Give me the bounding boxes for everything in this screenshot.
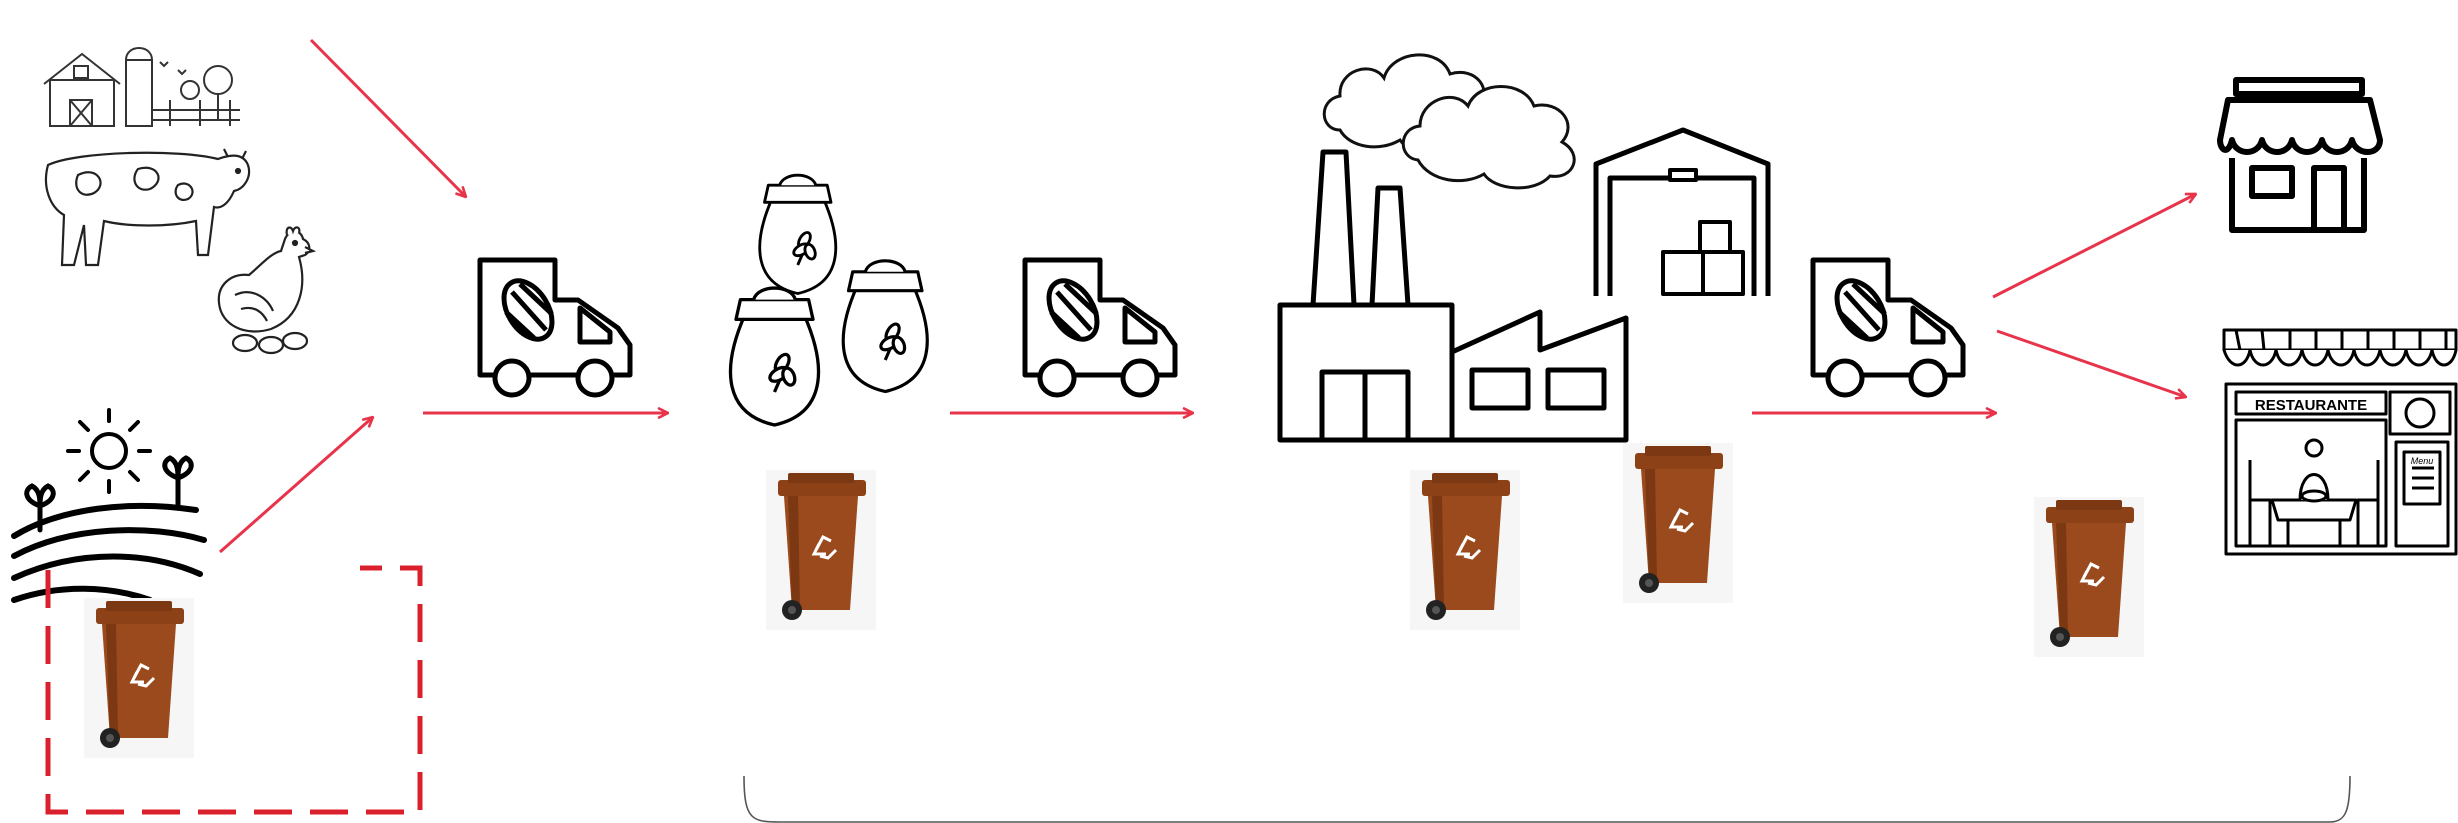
waste-bin-icon xyxy=(84,598,194,758)
smoke-clouds-icon xyxy=(1324,55,1574,188)
grain-sacks-icon xyxy=(731,175,928,425)
factory-icon xyxy=(1280,152,1626,440)
waste-bin-icon xyxy=(2034,497,2144,657)
waste-bin-icon xyxy=(766,470,876,630)
restaurant-icon: RESTAURANTE Menu xyxy=(2224,330,2456,554)
delivery-truck-icon xyxy=(480,260,630,395)
arrow-farm-to-transport xyxy=(311,40,466,197)
arrow-transport-to-shop xyxy=(1993,194,2196,297)
arrow-transport-to-restaurant xyxy=(1997,331,2186,397)
restaurant-sign-text: RESTAURANTE xyxy=(2255,397,2367,414)
warehouse-icon xyxy=(1596,130,1768,296)
waste-bin-icon xyxy=(1410,470,1520,630)
menu-board-text: Menu xyxy=(2411,456,2434,466)
shop-icon xyxy=(2220,80,2380,230)
delivery-truck-icon xyxy=(1813,260,1963,395)
bottom-brace xyxy=(744,776,2350,822)
waste-bin-icon xyxy=(1623,443,1733,603)
sun-icon xyxy=(68,410,150,492)
cow-icon xyxy=(46,149,249,265)
farm-icon xyxy=(44,48,240,126)
arrow-field-to-transport xyxy=(220,417,373,552)
chicken-icon xyxy=(219,227,313,353)
delivery-truck-icon xyxy=(1025,260,1175,395)
